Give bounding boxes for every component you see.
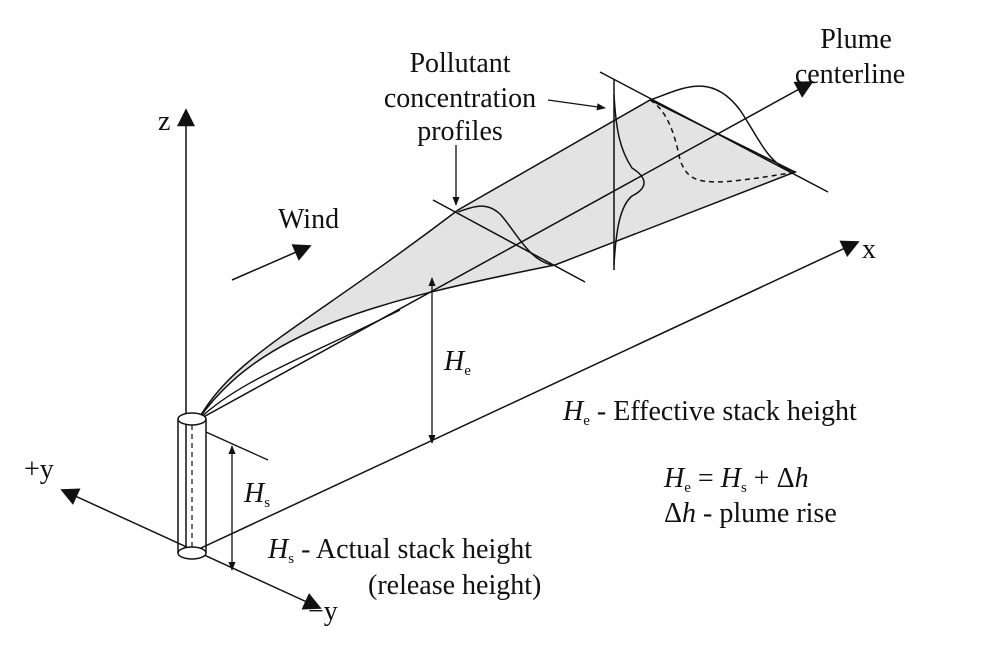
plume-inner-edge [197, 309, 401, 421]
stack-top-tick [205, 431, 269, 461]
profile-cross-line-near [432, 199, 586, 283]
pollutant-label-line1: Pollutant [409, 48, 510, 79]
effective-stack-height-legend: He - Effective stack height [562, 396, 857, 429]
concentration-profile-near [457, 205, 553, 266]
concentration-profile-far-dashed [649, 99, 797, 183]
plus-y-axis-label: +y [24, 454, 54, 485]
plume-rise-legend: Δh - plume rise [664, 498, 837, 529]
plume-centerline-label-line2: centerline [795, 59, 905, 90]
wind-label: Wind [278, 204, 339, 235]
stack-cylinder [177, 412, 207, 560]
plume-centerline-label-line1: Plume [820, 24, 892, 55]
pollutant-label-line2: concentration [384, 83, 536, 114]
height-equation: He = Hs + Δh [663, 463, 809, 496]
wind-arrow [231, 244, 312, 281]
release-height-label: (release height) [368, 570, 541, 601]
pollutant-label-line3: profiles [417, 116, 503, 147]
x-axis-label: x [862, 234, 876, 265]
plume-centerline [197, 81, 814, 421]
he-dimension-label: He [443, 346, 471, 379]
z-axis-label: z [158, 106, 170, 137]
plume-body [197, 99, 797, 421]
hs-dimension-label: Hs [243, 478, 270, 511]
concentration-profile-far-horizontal [649, 85, 797, 173]
actual-stack-height-legend: Hs - Actual stack height [267, 534, 532, 567]
profile-cross-line-far [599, 71, 829, 193]
concentration-profile-vertical [613, 94, 645, 266]
minus-y-axis-label: −y [308, 596, 338, 627]
callout-arrow-far-profile [547, 99, 606, 111]
